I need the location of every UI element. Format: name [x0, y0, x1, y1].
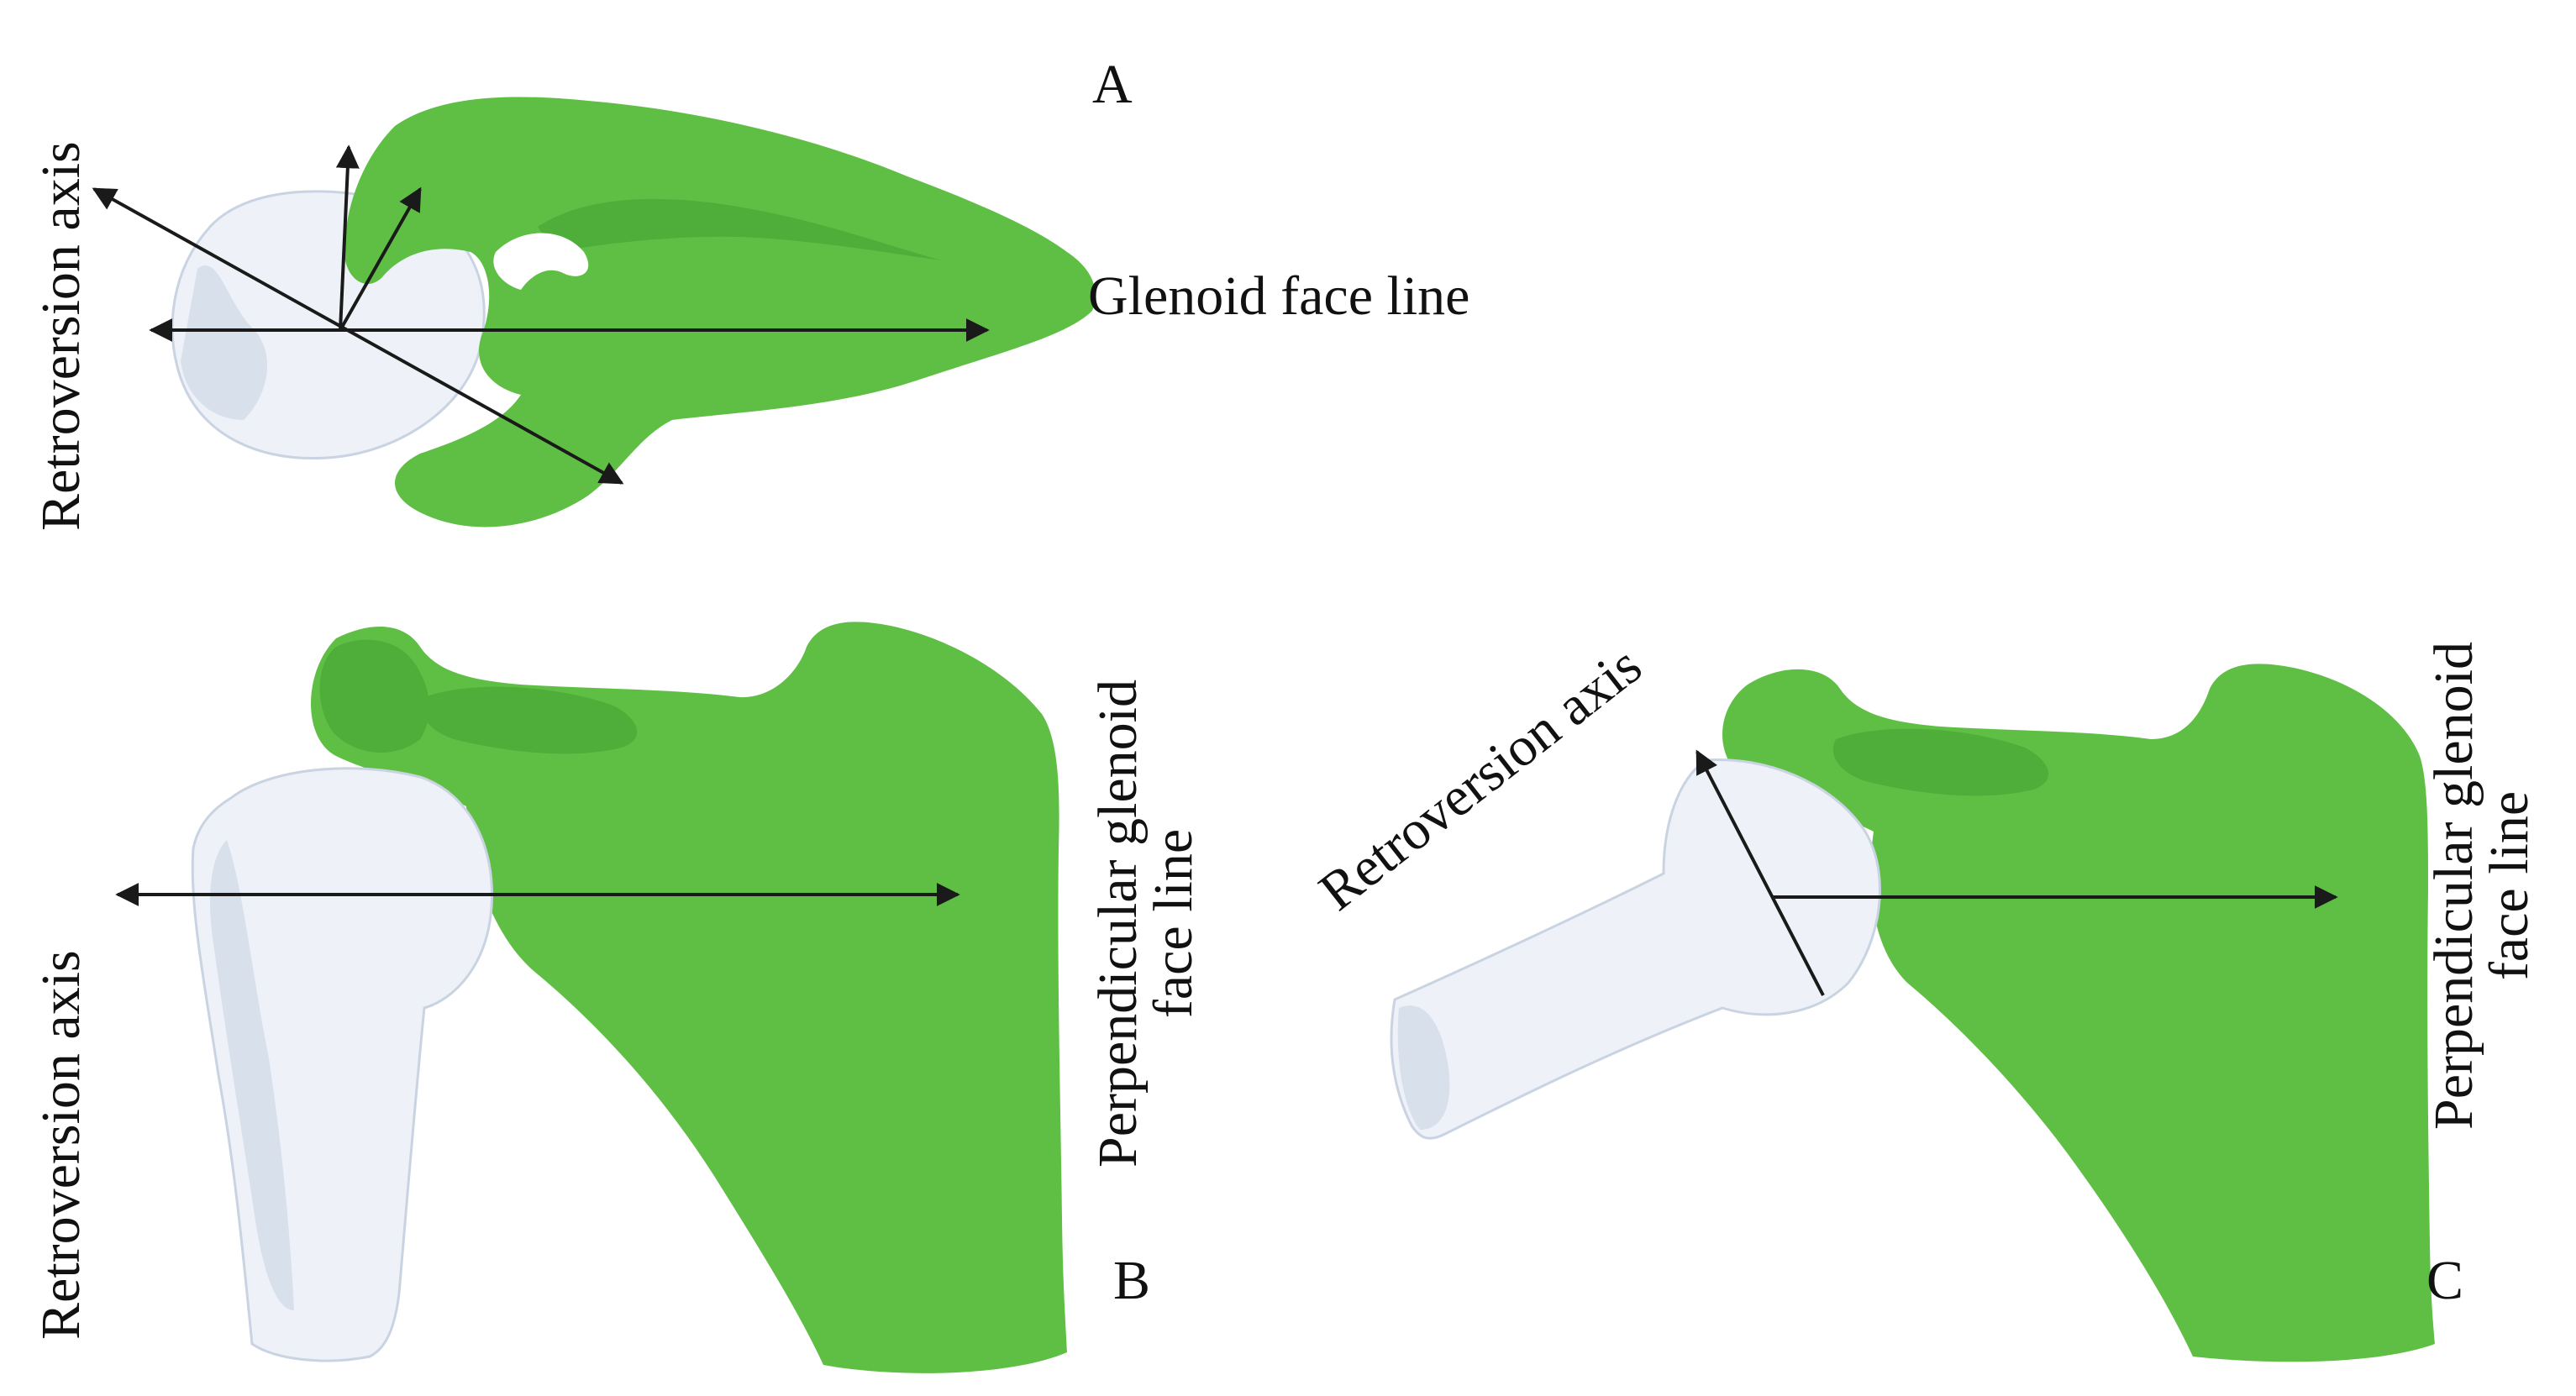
panel-b-figure — [115, 622, 1067, 1373]
panel-c-letter: C — [2426, 1250, 2464, 1311]
panel-a-figure — [92, 97, 1096, 527]
panel-b-humerus-shade — [210, 840, 294, 1310]
panel-b-retroversion-label: Retroversion axis — [30, 950, 92, 1340]
panel-a-glenoid-label: Glenoid face line — [1088, 265, 1470, 327]
panel-b-letter: B — [1113, 1250, 1151, 1311]
panel-c-humerus-shade — [1397, 1005, 1450, 1130]
panel-b-scapula-shade — [319, 639, 429, 753]
panel-a-retroversion-axis — [92, 187, 624, 485]
panel-a-scapula-shade — [538, 198, 941, 260]
panel-a-letter: A — [1092, 54, 1133, 115]
panel-b-perpendicular-label: Perpendicular glenoid face line — [1087, 680, 1204, 1168]
panel-c-perpendicular-line2: face line — [2479, 790, 2540, 981]
panel-c-retroversion-axis — [1695, 749, 1825, 996]
panel-c-humerus — [1390, 758, 1881, 1140]
panel-a-oblique-arrow — [339, 186, 422, 331]
panel-c-scapula — [1722, 664, 2435, 1362]
panel-b-perpendicular-line2: face line — [1143, 828, 1204, 1019]
panel-a-vertical-arrow — [335, 144, 360, 331]
panel-c-perpendicular-label: Perpendicular glenoid face line — [2423, 642, 2540, 1130]
panel-c-figure — [1390, 664, 2435, 1362]
panel-b-coracoid — [421, 686, 638, 754]
panel-a-retroversion-label: Retroversion axis — [30, 141, 92, 531]
panel-b-scapula — [311, 622, 1067, 1373]
panel-c-perpendicular-line1: Perpendicular glenoid — [2423, 642, 2484, 1130]
panel-c-coracoid — [1832, 728, 2049, 796]
panel-b-perpendicular-line1: Perpendicular glenoid — [1087, 680, 1149, 1168]
